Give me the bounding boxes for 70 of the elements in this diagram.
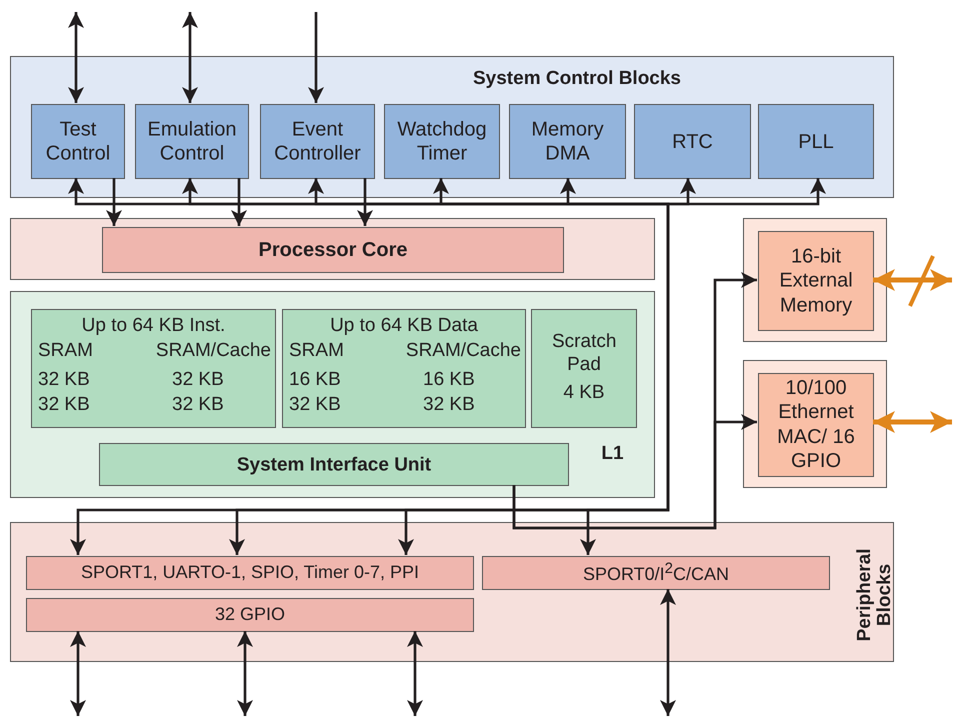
column-header: SRAM/Cache <box>156 339 271 362</box>
block-label: Test Control <box>44 117 112 166</box>
memory-size: 32 KB <box>172 368 224 392</box>
arrow <box>70 631 86 716</box>
memory-block <box>282 309 526 428</box>
block-label: Processor Core <box>258 238 408 262</box>
section-panel <box>10 56 894 198</box>
block-box <box>758 373 874 477</box>
arrow <box>308 12 324 103</box>
arrow <box>68 12 84 103</box>
block-box <box>31 104 125 179</box>
block-label: PLL <box>797 129 835 154</box>
memory-size: 32 KB <box>423 393 475 416</box>
block-label: System Interface Unit <box>236 452 432 476</box>
section-band <box>10 218 655 280</box>
block-label: 32 GPIO <box>214 604 286 626</box>
arrow <box>357 178 373 226</box>
block-box <box>135 104 249 179</box>
section-title: Peripheral Blocks <box>855 547 895 644</box>
block-box <box>384 104 500 179</box>
block-label: Event Controller <box>273 117 362 166</box>
section-panel <box>10 522 894 662</box>
memory-size: 16 KB <box>423 368 475 392</box>
section-frame <box>743 360 887 488</box>
block-box <box>758 104 874 179</box>
block-box <box>509 104 626 179</box>
memory-size: 16 KB <box>289 368 341 392</box>
interface-bar <box>99 443 569 486</box>
memory-title: Scratch Pad <box>552 330 616 376</box>
section-frame <box>743 218 887 342</box>
memory-title: Up to 64 KB Inst. <box>80 314 226 338</box>
memory-block <box>531 309 637 428</box>
section-title: L1 <box>600 442 625 466</box>
arrow <box>580 360 670 555</box>
section-panel <box>10 291 655 498</box>
column-header: SRAM <box>289 339 344 362</box>
block-box <box>260 104 375 179</box>
block-label: Memory DMA <box>530 117 605 166</box>
memory-title: Up to 64 KB Data <box>329 314 479 338</box>
memory-size: 32 KB <box>38 368 90 392</box>
block-label: RTC <box>671 129 714 154</box>
peripheral-bar <box>26 598 474 632</box>
block-label: Watchdog Timer <box>396 117 488 166</box>
memory-size: 32 KB <box>38 393 90 416</box>
block-label: Emulation Control <box>146 117 238 166</box>
memory-size: 32 KB <box>172 393 224 416</box>
arrow <box>231 178 247 226</box>
arrow <box>407 631 423 716</box>
arrow <box>106 178 122 226</box>
block-box <box>634 104 751 179</box>
block-label: SPORT0/I$^{2}$C/CAN <box>582 560 730 586</box>
peripheral-bar <box>482 556 830 590</box>
arrow <box>660 589 676 716</box>
memory-block <box>31 309 276 428</box>
arrow <box>182 12 198 103</box>
core-bar <box>102 227 564 273</box>
memory-size: 32 KB <box>289 393 341 416</box>
arrow <box>873 411 952 433</box>
column-header: SRAM/Cache <box>406 339 521 362</box>
arrow <box>873 269 952 291</box>
column-header: SRAM <box>38 339 93 362</box>
block-label: SPORT1, UARTO-1, SPIO, Timer 0-7, PPI <box>80 562 420 584</box>
block-label: 10/100 Ethernet MAC/ 16 GPIO <box>776 376 856 474</box>
peripheral-bar <box>26 556 474 590</box>
arrow <box>237 631 253 716</box>
block-label: 16-bit External Memory <box>778 244 854 318</box>
arrow <box>512 414 757 530</box>
block-box <box>758 231 874 331</box>
section-title: System Control Blocks <box>472 67 682 90</box>
memory-size: 4 KB <box>562 381 606 404</box>
